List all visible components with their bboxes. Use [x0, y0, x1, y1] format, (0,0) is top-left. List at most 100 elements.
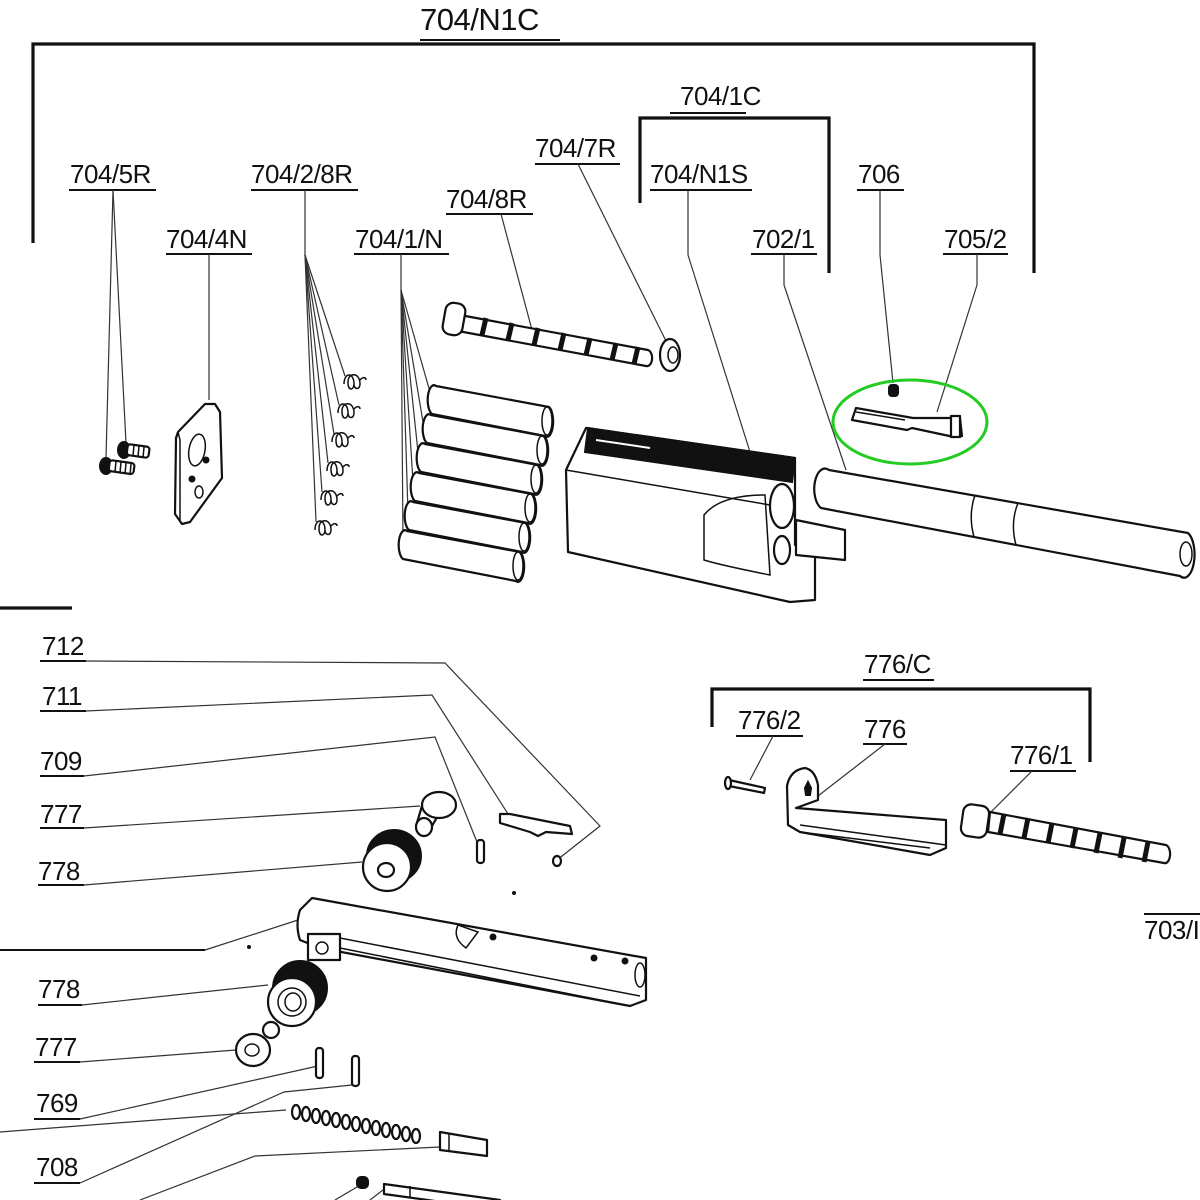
assembly-776-c: 776/C [710, 649, 1092, 762]
part-778-bottom-knob[interactable] [266, 960, 328, 1028]
label-704-7r: 704/7R [535, 133, 668, 344]
assembly-704-n1c: 704/N1C [31, 2, 1036, 273]
part-housing[interactable] [296, 896, 648, 1008]
part-702-1-barrel[interactable] [813, 467, 1196, 579]
label-text[interactable]: 711 [42, 681, 82, 711]
label-704-n1s: 704/N1S [650, 159, 752, 453]
label-text[interactable]: 704/2/8R [251, 159, 353, 189]
label-704-1c[interactable]: 704/1C [680, 81, 761, 111]
label-704-1-n: 704/1/N [354, 224, 449, 543]
part-709-pin[interactable] [475, 838, 486, 865]
housing-body [296, 896, 648, 1008]
label-704-8r: 704/8R [446, 184, 533, 331]
label-text[interactable]: 704/8R [446, 184, 527, 214]
leader [577, 163, 668, 344]
part-704-n1s-block[interactable] [564, 426, 847, 604]
leader [83, 861, 363, 886]
label-text[interactable]: 769 [36, 1088, 78, 1118]
spring [320, 490, 344, 506]
label-text[interactable]: 702/1 [752, 224, 815, 254]
roller [409, 471, 538, 525]
part-704-8r-guide-rod[interactable] [441, 301, 654, 368]
leader [687, 254, 751, 453]
part-776-1-striped-rod[interactable] [959, 803, 1172, 865]
part-769-pins[interactable] [314, 1046, 361, 1088]
label-776: 776 [817, 714, 907, 797]
roller [403, 500, 532, 554]
label-text[interactable]: 776/1 [1010, 740, 1073, 770]
label-text[interactable]: 712 [42, 631, 84, 661]
part-small-bottom[interactable] [356, 1176, 502, 1200]
part-708-plunger[interactable] [438, 1130, 489, 1158]
label-704-2-8r: 704/2/8R [251, 159, 358, 523]
label-text[interactable]: 709 [40, 746, 82, 776]
spring [314, 520, 338, 536]
part-704-7r-bushing[interactable] [658, 337, 682, 373]
roller [421, 413, 550, 467]
label-text[interactable]: 703/I [1144, 915, 1200, 945]
leader [112, 189, 127, 444]
part-704-5r-screws[interactable] [99, 441, 151, 476]
leader [83, 805, 421, 829]
part-778-top-knob[interactable] [361, 829, 422, 893]
label-text[interactable]: 776/2 [738, 705, 801, 735]
part-712-spring[interactable] [551, 854, 563, 868]
label-704-5r: 704/5R [69, 159, 156, 459]
label-text[interactable]: 708 [36, 1152, 78, 1182]
part-705-2-extractor[interactable] [850, 406, 964, 439]
label-text[interactable]: 778 [38, 974, 80, 1004]
label-709: 709 [40, 736, 478, 843]
label-777-bottom: 777 [34, 1032, 237, 1063]
block-tab [794, 518, 847, 562]
barrel [813, 467, 1196, 579]
part-spring-long[interactable] [290, 1103, 422, 1145]
leader [83, 736, 478, 843]
part-776-trigger-bar[interactable] [785, 766, 948, 857]
label-text[interactable]: 776 [864, 714, 906, 744]
leader [81, 984, 269, 1006]
housing-tab [306, 932, 342, 962]
leader [85, 660, 601, 861]
label-776-2: 776/2 [736, 705, 803, 781]
bracket-776-c [710, 687, 1092, 762]
label-text[interactable]: 704/N1S [650, 159, 748, 189]
label-704-n1c[interactable]: 704/N1C [420, 2, 539, 37]
rod-head [441, 301, 467, 337]
part-777-bottom-screw[interactable] [234, 1020, 281, 1068]
label-776-c[interactable]: 776/C [864, 649, 931, 679]
label-705-2: 705/2 [936, 224, 1008, 413]
spring [343, 374, 367, 390]
label-711: 711 [40, 681, 511, 818]
label-text[interactable]: 777 [40, 799, 82, 829]
spring [331, 432, 355, 448]
roller [415, 442, 544, 496]
label-text[interactable]: 704/4N [166, 224, 247, 254]
highlight-ring [831, 378, 989, 466]
leader [987, 770, 1033, 816]
label-text[interactable]: 706 [858, 159, 900, 189]
roller [397, 529, 526, 583]
leader-unlabeled-housing [0, 919, 299, 951]
label-text[interactable]: 777 [35, 1032, 77, 1062]
part-706-set-screw[interactable] [888, 384, 899, 397]
spring [326, 461, 350, 477]
part-704-2-8r-springs[interactable] [314, 374, 367, 536]
leader [500, 213, 533, 331]
leader [79, 1065, 319, 1120]
block-top-dark [583, 426, 797, 484]
part-704-1-n-rollers[interactable] [397, 384, 555, 583]
part-704-4n-plate[interactable] [173, 402, 224, 526]
label-712: 712 [40, 631, 601, 861]
label-text[interactable]: 704/1/N [355, 224, 443, 254]
label-text[interactable]: 778 [38, 856, 80, 886]
part-776-2-pin[interactable] [723, 775, 767, 795]
part-777-top-screw[interactable] [414, 790, 458, 838]
leaders-bottom-extra [0, 1109, 441, 1200]
label-text[interactable]: 705/2 [944, 224, 1007, 254]
label-text[interactable]: 704/5R [70, 159, 151, 189]
label-708: 708 [34, 1084, 353, 1184]
block-bore-bottom [772, 534, 792, 566]
label-text[interactable]: 704/7R [535, 133, 616, 163]
part-711-lever[interactable] [498, 812, 574, 838]
block-bore-top [768, 482, 796, 530]
